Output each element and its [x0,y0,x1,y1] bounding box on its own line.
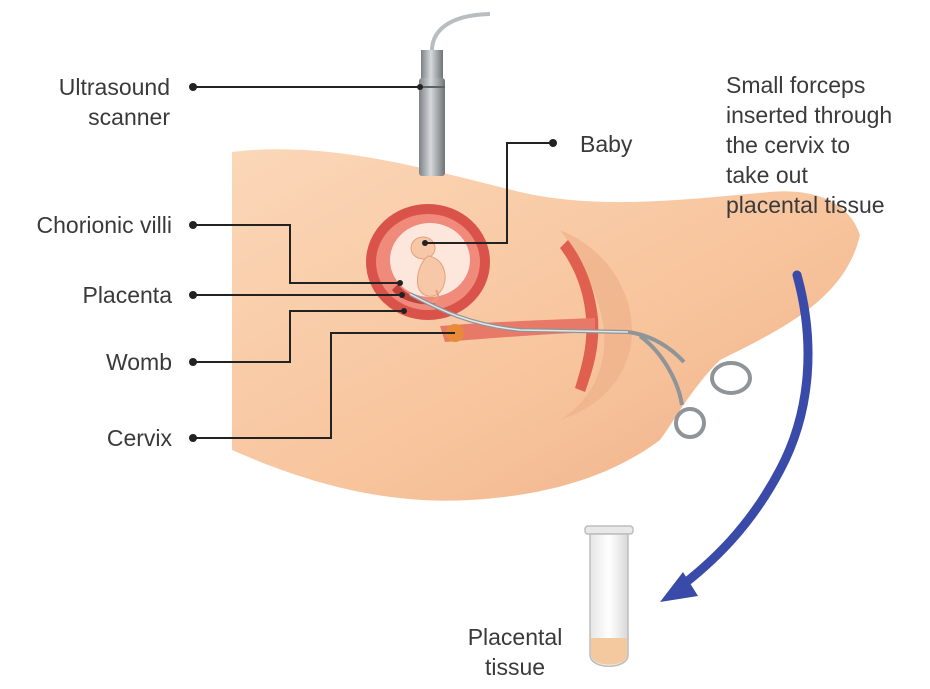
test-tube-icon [585,526,633,666]
forceps-line: inserted through [726,100,892,130]
forceps-line: take out [726,160,892,190]
ultrasound-probe-icon [419,14,490,176]
forceps-line: the cervix to [726,130,892,160]
label-baby: Baby [580,129,632,159]
label-cervix: Cervix [20,423,172,453]
label-placental-tissue: Placental tissue [445,622,585,682]
label-placenta: Placenta [20,280,172,310]
label-forceps-description: Small forceps inserted through the cervi… [726,70,892,220]
label-tissue-line2: tissue [445,652,585,682]
forceps-line: Small forceps [726,70,892,100]
label-ultrasound-line1: Ultrasound [20,72,170,102]
forceps-line: placental tissue [726,190,892,220]
label-womb: Womb [20,347,172,377]
placental-tissue-sample [591,638,627,665]
label-ultrasound-scanner: Ultrasound scanner [20,72,170,132]
label-chorionic-villi: Chorionic villi [0,210,172,240]
label-ultrasound-line2: scanner [20,102,170,132]
label-tissue-line1: Placental [445,622,585,652]
